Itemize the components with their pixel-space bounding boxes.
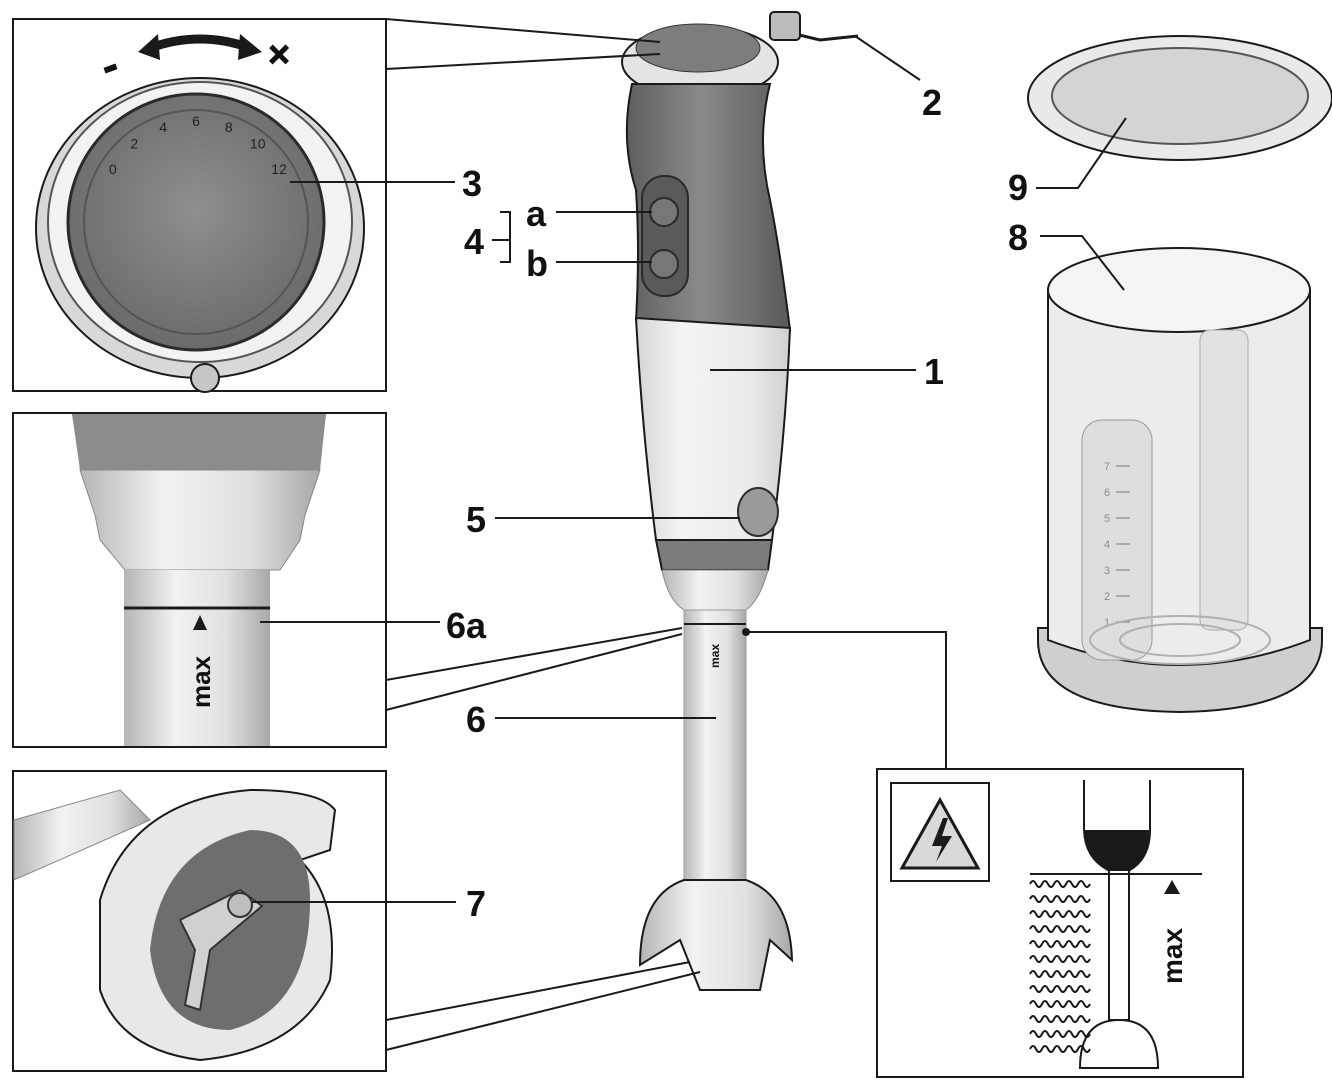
callout-6a: 6a [446, 605, 487, 646]
arrow-left-head-icon [138, 34, 160, 60]
dial-scale-number: 6 [192, 113, 200, 129]
dial-knob [190, 363, 220, 393]
beaker-scale-number: 6 [1104, 487, 1110, 499]
wave-line [1029, 970, 1091, 978]
dial-scale-number: 12 [271, 161, 287, 177]
wave-line [1029, 925, 1091, 933]
beaker-scale-number: 7 [1104, 461, 1110, 473]
beaker-scale-number: 5 [1104, 513, 1110, 525]
button-a[interactable] [649, 197, 679, 227]
blade-guard [638, 879, 794, 991]
dial-scale-number: 10 [250, 136, 266, 152]
mixing-beaker: 7 6 5 4 3 2 1 [1037, 247, 1323, 714]
dial-scale-number: 8 [225, 119, 233, 135]
wave-line [1029, 1030, 1091, 1038]
liquid-waves-icon [1029, 880, 1091, 1053]
leader-lines [252, 18, 1127, 1051]
callout-4: 4 [464, 221, 484, 262]
max-level-arrow-icon [1164, 880, 1180, 894]
shaft-max-label: max [186, 655, 216, 708]
callout-3: 3 [462, 163, 482, 204]
max-arrow-icon [193, 615, 207, 630]
wave-line [1029, 985, 1091, 993]
dial-scale: 02 4 6 8 10 12 [109, 113, 287, 177]
max-marking-detail-panel: max [12, 412, 387, 748]
wave-line [1029, 955, 1091, 963]
immersion-warning-panel: max [876, 768, 1244, 1078]
dial-scale-number: 4 [159, 119, 167, 135]
beaker-lid [1027, 35, 1332, 161]
dial-scale-number: 2 [130, 136, 138, 152]
beaker-scale-number: 3 [1104, 565, 1110, 577]
callout-1: 1 [924, 351, 944, 392]
callout-8: 8 [1008, 217, 1028, 258]
main-shaft-max-label: max [708, 644, 722, 668]
dial-scale-number: 0 [109, 161, 117, 177]
callout-4a: a [526, 193, 547, 234]
beaker-scale-number: 1 [1104, 617, 1110, 629]
hand-blender: max [621, 11, 859, 991]
wave-line [1029, 1000, 1091, 1008]
release-button[interactable] [737, 487, 779, 537]
wave-line [1029, 1015, 1091, 1023]
beaker-scale-number: 4 [1104, 539, 1110, 551]
wave-line [1029, 895, 1091, 903]
callout-labels: 2 3 4 a b 1 5 6a 6 7 9 8 [446, 82, 1028, 924]
callout-7: 7 [466, 883, 486, 924]
blender-shaft [683, 609, 747, 881]
callout-9: 9 [1008, 167, 1028, 208]
blade-detail-panel [12, 770, 387, 1072]
arrow-right-head-icon [238, 34, 262, 60]
warning-max-label: max [1157, 928, 1188, 984]
wave-line [1029, 910, 1091, 918]
button-b[interactable] [649, 249, 679, 279]
speed-dial [66, 92, 326, 352]
callout-2: 2 [922, 82, 942, 123]
callout-5: 5 [466, 499, 486, 540]
wave-line [1029, 880, 1091, 888]
wave-line [1029, 1045, 1091, 1053]
beaker-scale-number: 2 [1104, 591, 1110, 603]
callout-6: 6 [466, 699, 486, 740]
callout-4b: b [526, 243, 548, 284]
wave-line [1029, 940, 1091, 948]
